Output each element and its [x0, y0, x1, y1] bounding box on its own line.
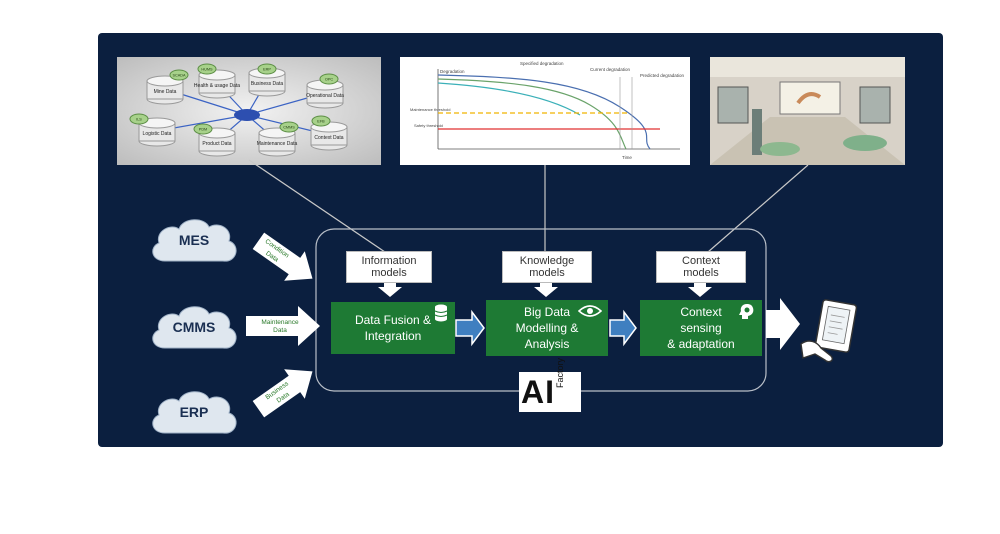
- source-tag-label: ILS: [136, 118, 142, 122]
- database-label: Context Data: [314, 135, 343, 141]
- database-cylinder-icon: Product Data PDM: [193, 123, 236, 157]
- database-label: Operational Data: [306, 93, 344, 99]
- information-models-line2: models: [371, 267, 407, 279]
- database-label: Logistic Data: [143, 131, 172, 137]
- context-models-box: Context models: [656, 251, 746, 283]
- database-cylinder-icon: Operational Data OPC: [306, 73, 344, 109]
- source-tag-icon: [279, 121, 299, 133]
- context-sensing-line1: Context: [680, 305, 722, 319]
- maintenance-data-label-line1: Maintenance: [261, 319, 299, 326]
- data-fusion-box: Data Fusion & Integration: [331, 302, 455, 354]
- information-models-box: Information models: [346, 251, 432, 283]
- cmms-label: CMMS: [172, 319, 216, 335]
- context-sensing-line2: sensing: [680, 321, 722, 335]
- big-data-line3: Analysis: [524, 337, 570, 351]
- database-label: Business Data: [251, 81, 283, 87]
- output-arrow-icon: [766, 298, 800, 350]
- chart-label-degradation: Degradation: [440, 69, 465, 74]
- source-tag-icon: [197, 63, 217, 75]
- cmms-cloud: CMMS: [145, 300, 243, 356]
- maintenance-arrow-icon: [246, 306, 320, 346]
- source-tag-label: EFB: [317, 120, 325, 124]
- tablet-hand-icon: [800, 299, 858, 363]
- context-down-arrow-icon: [688, 280, 712, 297]
- chart-label-predicted: Predicted degradation: [640, 73, 685, 78]
- source-tag-icon: [193, 123, 213, 135]
- ai-logo-text: AI: [521, 374, 555, 410]
- fusion-to-bigdata-arrow-icon: [455, 309, 485, 347]
- source-tag-label: HUMS: [201, 68, 213, 72]
- cloud-shape-icon: [152, 391, 237, 434]
- database-label: Mine Data: [154, 89, 177, 95]
- database-cylinder-icon: Health & usage Data HUMS: [194, 63, 240, 99]
- mes-label: MES: [178, 232, 210, 248]
- chart-label-maintenance: Maintenance threshold: [410, 107, 450, 112]
- context-models-line2: models: [683, 267, 719, 279]
- source-tag-label: CMMS: [283, 126, 295, 130]
- source-tag-icon: [169, 69, 189, 81]
- context-sensing-line3: & adaptation: [667, 337, 735, 351]
- big-data-line1: Big Data: [523, 305, 571, 319]
- database-cylinder-icon: Mine Data SCADA: [146, 69, 189, 105]
- source-tag-label: SCADA: [172, 74, 186, 78]
- maintenance-data-label-line2: Data: [273, 327, 287, 334]
- degradation-chart-thumbnail: Degradation Specified degradation Curren…: [400, 57, 690, 165]
- source-tag-label: ERP: [263, 68, 271, 72]
- erp-cloud: ERP: [145, 385, 243, 441]
- source-tag-icon: [319, 73, 339, 85]
- database-label: Maintenance Data: [257, 141, 298, 147]
- bigdata-to-context-arrow-icon: [609, 309, 637, 347]
- database-cylinder-icon: Context Data EFB: [310, 115, 348, 151]
- cloud-shape-icon: [152, 219, 237, 262]
- head-gear-icon: [739, 304, 754, 319]
- database-icon: [434, 304, 448, 322]
- data-fusion-line1: Data Fusion &: [354, 313, 432, 327]
- information-models-line1: Information: [361, 255, 417, 267]
- source-tag-icon: [129, 113, 149, 125]
- database-network-thumbnail: Mine Data SCADA Health & usage Data HUMS Bus…: [117, 57, 381, 165]
- knowledge-models-box: Knowledge models: [502, 251, 592, 283]
- source-tag-icon: [257, 63, 277, 75]
- data-fusion-line2: Integration: [364, 329, 422, 343]
- info-down-arrow-icon: [378, 280, 402, 297]
- erp-label: ERP: [179, 404, 209, 420]
- cloud-shape-icon: [152, 306, 237, 349]
- database-cylinder-icon: Logistic Data ILS: [129, 113, 176, 147]
- source-tag-icon: [311, 115, 331, 127]
- chart-label-safety: Safety threshold: [414, 123, 443, 128]
- factory-logo-text: Factory: [555, 357, 565, 388]
- chart-label-time: Time: [622, 155, 632, 160]
- chart-label-current: Current degradation: [590, 67, 631, 72]
- database-cylinder-icon: Maintenance Data CMMS: [257, 121, 299, 157]
- knowledge-models-line2: models: [529, 267, 565, 279]
- control-room-thumbnail: [710, 57, 905, 165]
- business-arrow-icon: [252, 369, 313, 418]
- eye-icon: [578, 305, 602, 317]
- source-tag-label: PDM: [199, 128, 207, 132]
- database-label: Product Data: [202, 141, 231, 147]
- big-data-line2: Modelling &: [515, 321, 579, 335]
- mes-cloud: MES: [145, 213, 243, 269]
- condition-arrow-icon: [252, 232, 313, 281]
- ai-factory-logo: AI Factory: [519, 358, 581, 412]
- database-cylinder-icon: Business Data ERP: [248, 63, 286, 97]
- knowledge-down-arrow-icon: [534, 280, 558, 297]
- source-tag-label: OPC: [325, 78, 333, 82]
- chart-label-specified: Specified degradation: [520, 61, 564, 66]
- context-models-line1: Context: [682, 255, 720, 267]
- knowledge-models-line1: Knowledge: [519, 255, 575, 267]
- database-label: Health & usage Data: [194, 83, 240, 89]
